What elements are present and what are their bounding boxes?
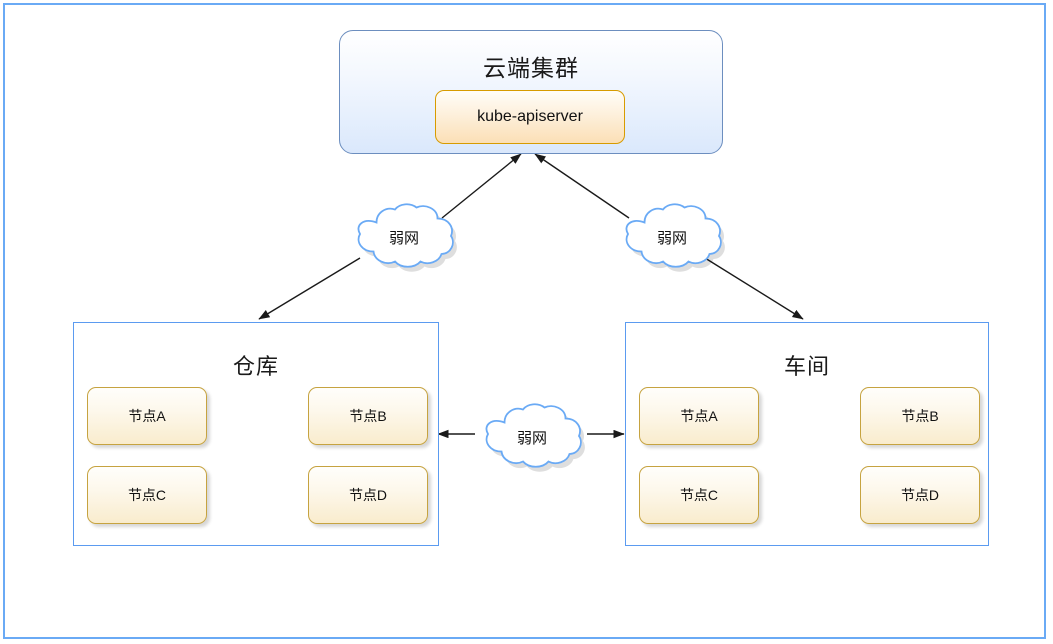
cloud-shape (485, 403, 582, 468)
node-label: 节点A (128, 408, 166, 424)
workshop-node-d[interactable]: 节点D (860, 466, 980, 524)
workshop-node-c[interactable]: 节点C (639, 466, 759, 524)
site-warehouse-title: 仓库 (232, 354, 279, 379)
connector-leftcloud-to-warehouse (258, 257, 361, 320)
cloud-shape (625, 203, 722, 268)
weak-network-cloud-right[interactable]: 弱网 (617, 202, 727, 272)
cloud-cluster-title: 云端集群 (483, 55, 579, 81)
site-workshop-title: 车间 (783, 354, 830, 379)
cloud-shape (357, 203, 454, 268)
warehouse-node-d[interactable]: 节点D (308, 466, 428, 524)
weak-network-cloud-left[interactable]: 弱网 (349, 202, 459, 272)
node-label: 节点B (901, 408, 939, 424)
site-workshop[interactable]: 车间 节点A 节点B 节点C 节点D (625, 322, 989, 546)
warehouse-node-a[interactable]: 节点A (87, 387, 207, 445)
node-label: 节点D (900, 487, 940, 503)
node-label: 节点A (680, 408, 718, 424)
workshop-node-b[interactable]: 节点B (860, 387, 980, 445)
warehouse-node-b[interactable]: 节点B (308, 387, 428, 445)
weak-network-cloud-middle[interactable]: 弱网 (477, 402, 587, 472)
workshop-node-a[interactable]: 节点A (639, 387, 759, 445)
site-warehouse[interactable]: 仓库 节点A 节点B 节点C 节点D (73, 322, 439, 546)
node-label: 节点D (348, 487, 388, 503)
connector-rightcloud-to-cluster (534, 153, 630, 219)
warehouse-node-c[interactable]: 节点C (87, 466, 207, 524)
diagram-canvas: 云端集群 kube-apiserver 弱网 弱网 弱网 仓库 节点A 节点B (3, 3, 1046, 639)
kube-apiserver-node[interactable]: kube-apiserver (435, 90, 625, 144)
kube-apiserver-label: kube-apiserver (477, 108, 583, 125)
node-label: 节点B (349, 408, 387, 424)
node-label: 节点C (127, 487, 167, 503)
node-label: 节点C (679, 487, 719, 503)
